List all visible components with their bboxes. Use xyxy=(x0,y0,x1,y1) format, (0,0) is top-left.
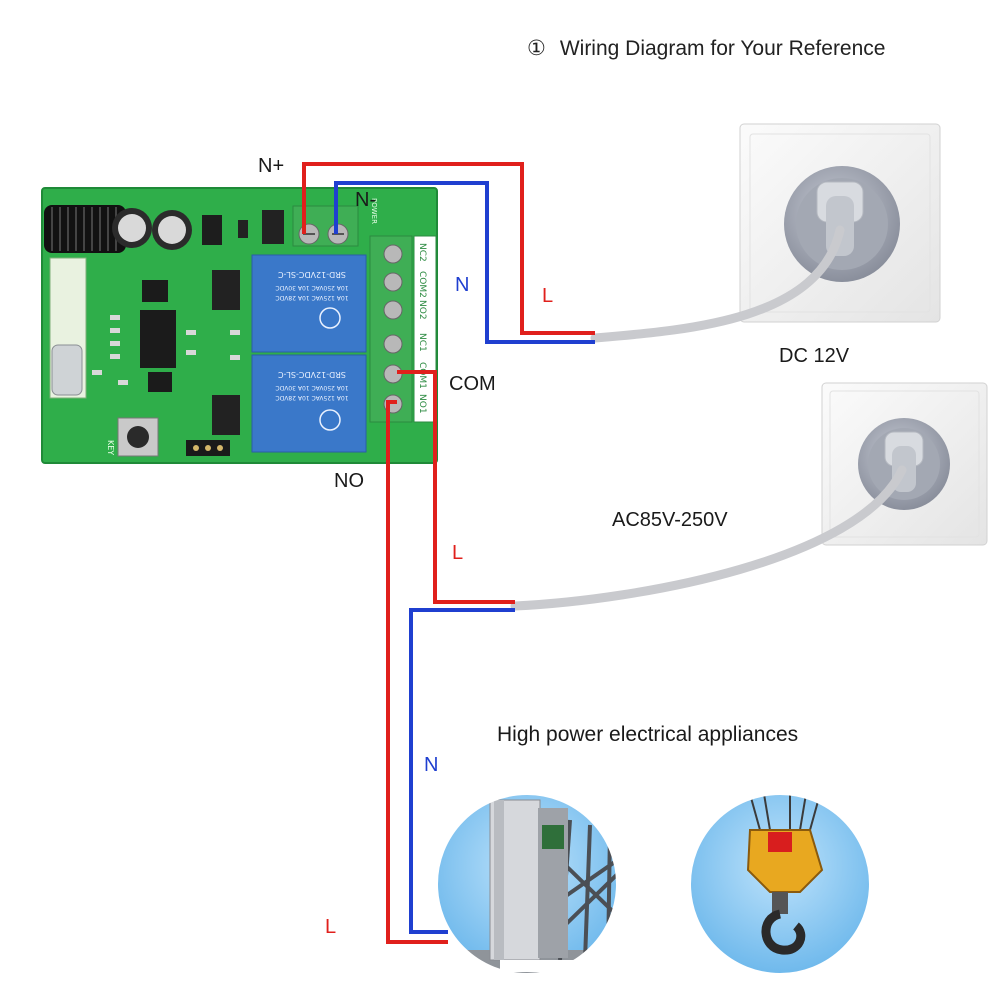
key-button xyxy=(117,417,159,457)
capacitor-2 xyxy=(152,210,192,250)
appliances-heading: High power electrical appliances xyxy=(497,723,799,746)
label-com: COM xyxy=(449,373,496,395)
label-live-appliance: L xyxy=(325,916,337,938)
relay-1-rating-1: 10A 250VAC 10A 30VDC xyxy=(275,284,348,291)
title-text: Wiring Diagram for Your Reference xyxy=(559,37,886,60)
key-label: KEY xyxy=(106,440,115,455)
wire-dc-live xyxy=(302,162,595,335)
label-dc-source: DC 12V xyxy=(779,345,850,367)
relay-1-model: SRD-12VDC-SL-C xyxy=(278,270,346,279)
label-ac-source: AC85V-250V xyxy=(612,509,728,531)
label-n-minus: N- xyxy=(355,189,377,211)
label-n-plus: N+ xyxy=(258,155,285,177)
relay-2-model: SRD-12VDC-SL-C xyxy=(278,370,346,379)
capacitor-1 xyxy=(112,208,152,248)
crane-hook-appliance-icon xyxy=(689,793,871,975)
power-label: POWER xyxy=(370,198,378,224)
terminal-nc2: NC2 xyxy=(417,243,427,262)
label-neutral-dc: N xyxy=(455,274,470,296)
terminal-com2: COM2 xyxy=(417,271,427,298)
wire-com-live xyxy=(397,370,515,604)
relay-2-rating-1: 10A 250VAC 10A 30VDC xyxy=(275,384,348,391)
label-live-dc: L xyxy=(542,285,554,307)
terminal-nc1: NC1 xyxy=(417,333,427,352)
relay-1-rating-2: 10A 125VAC 10A 28VDC xyxy=(275,294,348,301)
relay-1: SRD-12VDC-SL-C 10A 250VAC 10A 30VDC 10A … xyxy=(251,254,367,353)
label-live-ac: L xyxy=(452,542,464,564)
terminal-com1: COM1 xyxy=(417,362,427,389)
terminal-no1: NO1 xyxy=(417,394,427,414)
gate-appliance-icon xyxy=(436,793,618,975)
relay-2: SRD-12VDC-SL-C 10A 250VAC 10A 30VDC 10A … xyxy=(251,354,367,453)
ac-cable xyxy=(510,465,907,611)
diagram-title: ① Wiring Diagram for Your Reference xyxy=(527,36,885,61)
label-neutral-appliance: N xyxy=(424,754,439,776)
wire-ac-neutral xyxy=(409,608,515,934)
title-marker: ① xyxy=(527,37,546,60)
wire-no-live xyxy=(386,400,448,944)
label-no: NO xyxy=(334,470,364,492)
terminal-no2: NO2 xyxy=(417,300,427,320)
relay-board: KEY SRD-12VDC-SL-C 10A 250VAC 10A 30VDC … xyxy=(41,187,438,464)
antenna-coil xyxy=(44,205,126,253)
dc-cable xyxy=(590,225,845,343)
wire-dc-neutral xyxy=(334,181,595,344)
dc-socket-icon xyxy=(739,123,941,323)
relay-2-rating-2: 10A 125VAC 10A 28VDC xyxy=(275,394,348,401)
ac-socket-icon xyxy=(821,382,988,546)
output-terminal-block xyxy=(369,235,437,423)
